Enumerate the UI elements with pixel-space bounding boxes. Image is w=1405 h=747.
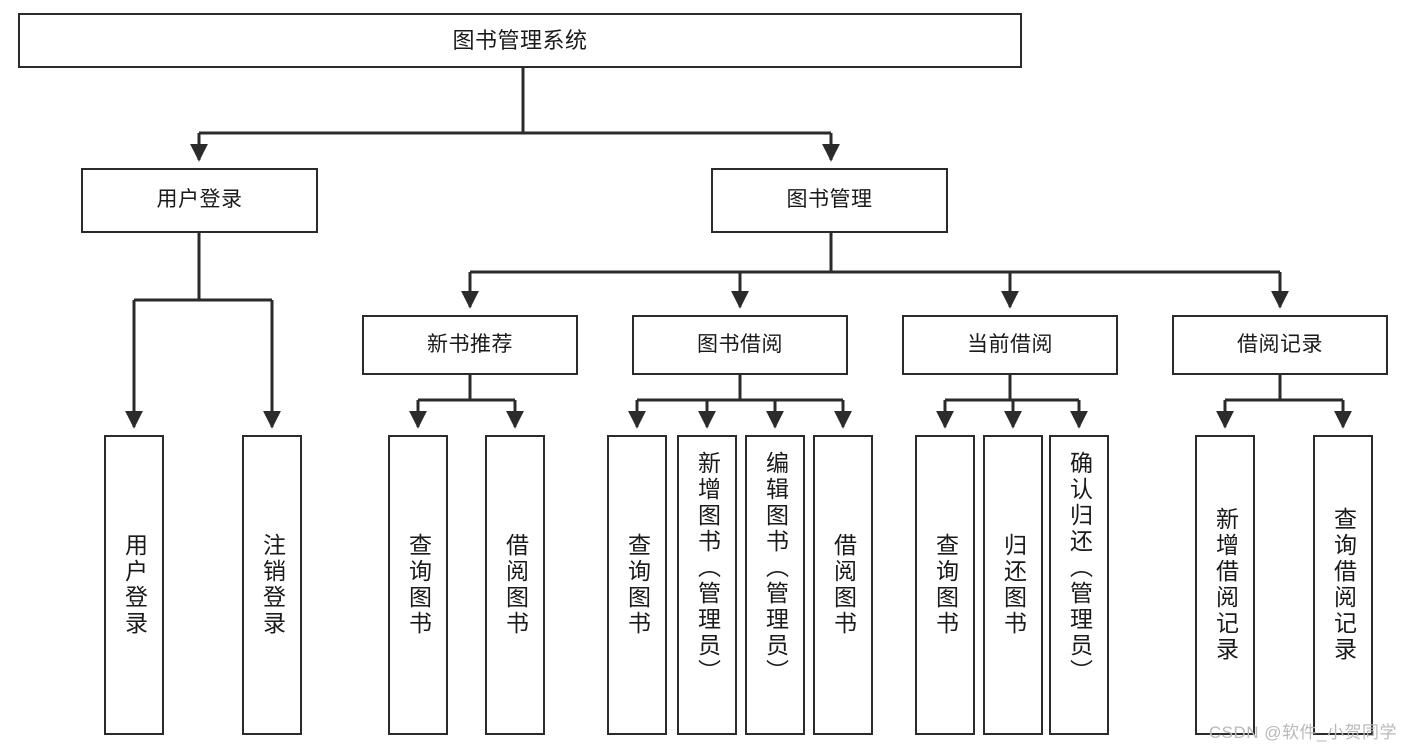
- node-label: 借阅记录: [1237, 332, 1323, 356]
- node-label: 用户登录: [156, 188, 243, 212]
- node-label: 注销登录: [259, 533, 286, 637]
- leaf-current-borrow-query-book[interactable]: 查询图书: [915, 435, 975, 735]
- node-book-management[interactable]: 图书管理: [711, 168, 948, 233]
- leaf-book-borrow-edit-book-admin[interactable]: 编辑图书（管理员）: [745, 435, 805, 735]
- node-root-book-management-system[interactable]: 图书管理系统: [18, 13, 1022, 68]
- leaf-book-borrow-query-book[interactable]: 查询图书: [607, 435, 667, 735]
- node-label: 编辑图书（管理员）: [762, 451, 789, 685]
- leaf-user-login-logout[interactable]: 注销登录: [242, 435, 302, 735]
- leaf-book-borrow-borrow-book[interactable]: 借阅图书: [813, 435, 873, 735]
- leaf-book-borrow-add-book-admin[interactable]: 新增图书（管理员）: [677, 435, 737, 735]
- leaf-borrow-record-add-record[interactable]: 新增借阅记录: [1195, 435, 1255, 735]
- leaf-user-login-login[interactable]: 用户登录: [104, 435, 164, 735]
- node-label: 查询图书: [932, 533, 959, 637]
- node-user-login[interactable]: 用户登录: [81, 168, 318, 233]
- watermark-text: CSDN @软件_小贺同学: [1208, 723, 1397, 742]
- node-label: 确认归还（管理员）: [1066, 451, 1093, 685]
- node-current-borrow[interactable]: 当前借阅: [902, 315, 1118, 375]
- node-label: 用户登录: [121, 533, 148, 637]
- leaf-current-borrow-return-book[interactable]: 归还图书: [983, 435, 1043, 735]
- node-label: 借阅图书: [830, 533, 857, 637]
- node-label: 新书推荐: [427, 332, 513, 356]
- node-book-borrow[interactable]: 图书借阅: [632, 315, 848, 375]
- node-label: 图书借阅: [697, 332, 783, 356]
- node-new-book-recommend[interactable]: 新书推荐: [362, 315, 578, 375]
- node-label: 当前借阅: [967, 332, 1053, 356]
- node-label: 新增借阅记录: [1212, 507, 1239, 663]
- leaf-borrow-record-query-record[interactable]: 查询借阅记录: [1313, 435, 1373, 735]
- leaf-new-book-borrow-book[interactable]: 借阅图书: [485, 435, 545, 735]
- leaf-new-book-query-book[interactable]: 查询图书: [388, 435, 448, 735]
- node-label: 查询借阅记录: [1330, 507, 1357, 663]
- node-label: 归还图书: [1000, 533, 1027, 637]
- node-label: 查询图书: [624, 533, 651, 637]
- node-label: 图书管理: [786, 188, 873, 212]
- node-borrow-record[interactable]: 借阅记录: [1172, 315, 1388, 375]
- node-label: 借阅图书: [502, 533, 529, 637]
- leaf-current-borrow-confirm-return-admin[interactable]: 确认归还（管理员）: [1049, 435, 1109, 735]
- node-label: 图书管理系统: [452, 27, 588, 53]
- node-label: 新增图书（管理员）: [694, 451, 721, 685]
- node-label: 查询图书: [405, 533, 432, 637]
